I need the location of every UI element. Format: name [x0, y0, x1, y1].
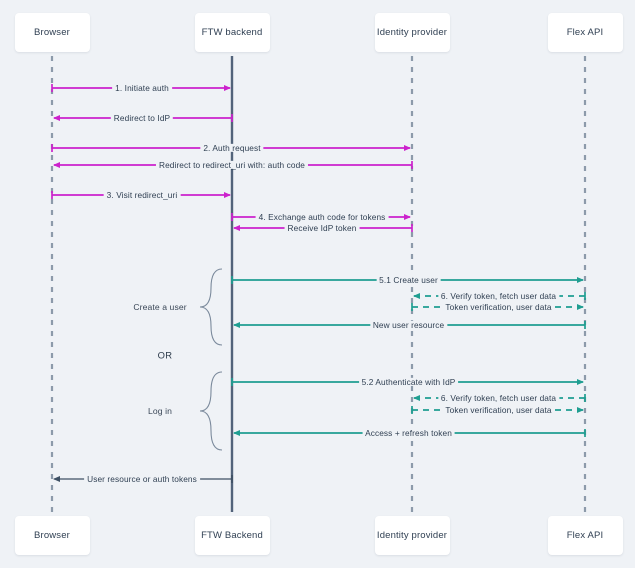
- message-label-4: 3. Visit redirect_uri: [103, 191, 181, 199]
- message-arrows-layer: [51, 84, 586, 483]
- message-label-7: 5.1 Create user: [376, 276, 441, 284]
- separator-or-label: OR: [157, 349, 173, 361]
- message-label-0: 1. Initiate auth: [112, 84, 172, 92]
- message-label-11: 5.2 Authenticate with IdP: [358, 378, 459, 386]
- group-label-log-in: Log in: [147, 406, 173, 416]
- actor-label: Browser: [34, 26, 70, 38]
- lifelines-layer: [50, 56, 587, 512]
- actor-label: Flex API: [566, 529, 604, 541]
- message-label-15: User resource or auth tokens: [84, 475, 200, 483]
- message-label-10: New user resource: [369, 321, 448, 329]
- message-label-3: Redirect to redirect_uri with: auth code: [155, 161, 309, 169]
- group-brace-0: [199, 268, 223, 346]
- message-label-5: 4. Exchange auth code for tokens: [255, 213, 389, 221]
- actor-label: FTW Backend: [201, 529, 263, 541]
- message-label-2: 2. Auth request: [200, 144, 264, 152]
- group-label-create-a-user: Create a user: [133, 302, 187, 312]
- actor-box-flex-api-bottom[interactable]: Flex API: [547, 516, 623, 555]
- actor-label: FTW backend: [201, 26, 263, 38]
- group-brace-1: [199, 371, 223, 451]
- actor-box-identity-provider-top[interactable]: Identity provider: [374, 13, 450, 52]
- actor-box-ftw-backend-bottom[interactable]: FTW Backend: [194, 516, 270, 555]
- actor-box-identity-provider-bottom[interactable]: Identity provider: [374, 516, 450, 555]
- actor-label: Identity provider: [376, 26, 448, 38]
- actor-box-browser-top[interactable]: Browser: [14, 13, 90, 52]
- actor-box-flex-api-top[interactable]: Flex API: [547, 13, 623, 52]
- message-label-6: Receive IdP token: [284, 224, 360, 232]
- message-label-14: Access + refresh token: [362, 429, 455, 437]
- actor-box-ftw-backend-top[interactable]: FTW backend: [194, 13, 270, 52]
- actor-label: Flex API: [566, 26, 604, 38]
- message-label-13: Token verification, user data: [442, 406, 555, 414]
- message-label-9: Token verification, user data: [442, 303, 555, 311]
- actor-label: Identity provider: [376, 529, 448, 541]
- message-label-12: 6. Verify token, fetch user data: [437, 394, 560, 402]
- actor-label: Browser: [34, 529, 70, 541]
- group-braces-layer: [199, 268, 223, 451]
- actor-box-browser-bottom[interactable]: Browser: [14, 516, 90, 555]
- message-label-8: 6. Verify token, fetch user data: [437, 292, 560, 300]
- message-label-1: Redirect to IdP: [110, 114, 174, 122]
